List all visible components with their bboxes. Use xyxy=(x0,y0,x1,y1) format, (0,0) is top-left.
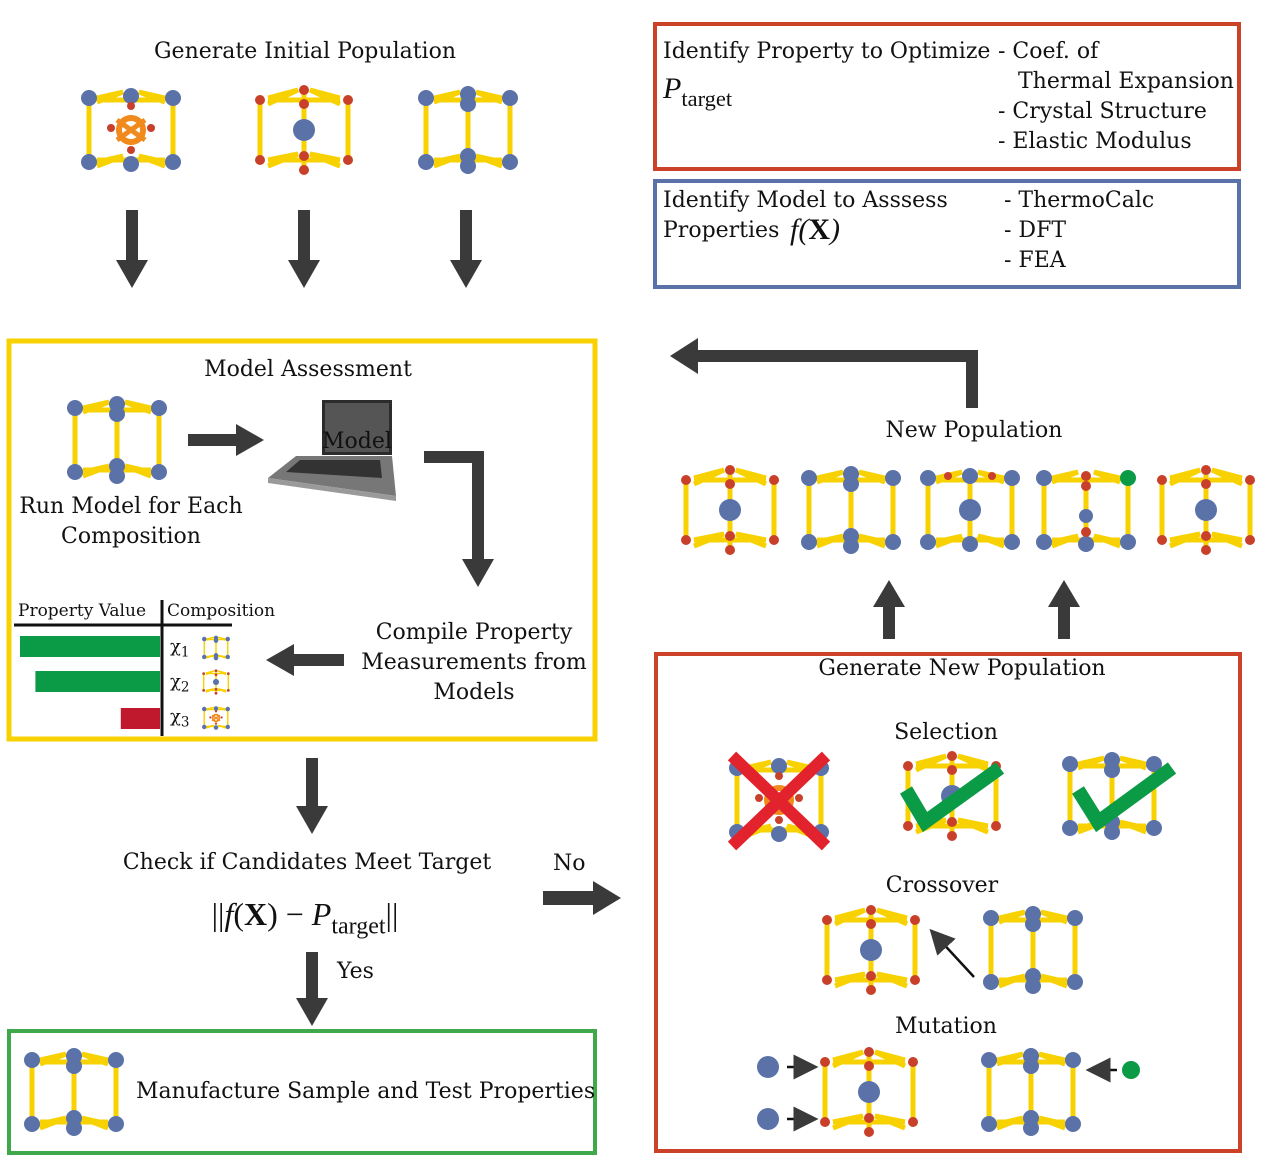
property-bar-3 xyxy=(120,708,160,729)
crossover-crystal-2 xyxy=(983,906,1083,994)
property-bars xyxy=(20,636,160,729)
new-population-title: New Population xyxy=(885,418,1063,443)
initial-arrows xyxy=(116,210,482,288)
check-arrows xyxy=(296,758,621,1026)
model-item-1: - ThermoCalc xyxy=(1004,188,1155,213)
target-item-4: - Elastic Modulus xyxy=(998,129,1192,154)
target-item-2: Thermal Expansion xyxy=(1018,69,1234,94)
mutation-atom-1 xyxy=(757,1056,779,1078)
newpop-crystal-3 xyxy=(920,468,1020,552)
target-box-title: Identify Property to Optimize xyxy=(663,39,991,64)
laptop-label: Model xyxy=(322,429,392,454)
crossover-label: Crossover xyxy=(885,873,999,898)
generate-new-title: Generate New Population xyxy=(818,656,1106,681)
yes-label: Yes xyxy=(337,959,374,984)
row-label-3: χ3 xyxy=(170,706,190,731)
run-model-line2: Composition xyxy=(61,524,201,549)
red-x-icon xyxy=(727,751,831,851)
initial-crystal-3 xyxy=(418,86,518,174)
model-id-line2: Properties xyxy=(663,218,780,243)
check-title: Check if Candidates Meet Target xyxy=(122,850,492,875)
model-item-3: - FEA xyxy=(1004,248,1066,273)
generate-new-box-frame xyxy=(654,652,1242,1153)
check-formula: ||f(X) − Ptarget|| xyxy=(211,896,399,940)
run-model-line1: Run Model for Each xyxy=(19,494,243,519)
target-box-frame xyxy=(653,22,1241,171)
target-item-3: - Crystal Structure xyxy=(998,99,1207,124)
newpop-crystal-1 xyxy=(681,465,779,555)
compile-line1: Compile Property xyxy=(375,620,573,645)
assessment-title: Model Assessment xyxy=(204,357,412,382)
assess-crystal xyxy=(67,396,167,484)
mutation-crystal-2 xyxy=(981,1048,1081,1136)
crossover-crystal-1 xyxy=(822,905,920,995)
newpop-crystal-5 xyxy=(1157,465,1255,555)
initial-crystal-2 xyxy=(255,85,353,175)
manufacture-crystal xyxy=(24,1048,124,1136)
model-id-line1: Identify Model to Asssess xyxy=(663,188,948,213)
table-header-composition: Composition xyxy=(167,601,276,621)
up-arrows xyxy=(873,580,1080,639)
newpop-crystal-2 xyxy=(801,466,901,554)
table-header-property: Property Value xyxy=(18,601,147,621)
model-id-formula: f(X) xyxy=(790,213,841,246)
comp-crystal-3 xyxy=(201,705,231,731)
mutation-atom-2 xyxy=(757,1108,779,1130)
compile-line2: Measurements from xyxy=(361,650,587,675)
mutation-label: Mutation xyxy=(895,1014,997,1039)
no-label: No xyxy=(553,851,586,876)
feedback-arrow xyxy=(670,338,978,408)
mutation-crystal-1 xyxy=(820,1047,918,1137)
compile-line3: Models xyxy=(433,680,515,705)
model-id-box-frame xyxy=(653,179,1241,289)
assessment-box-frame xyxy=(6,338,598,742)
laptop-icon xyxy=(268,400,396,501)
mutation-atom-green xyxy=(1122,1061,1140,1079)
initial-crystal-1 xyxy=(81,88,181,172)
check-icon-1 xyxy=(899,762,1005,833)
target-item-1: - Coef. of xyxy=(998,39,1099,64)
check-icon-2 xyxy=(1072,762,1177,833)
manufacture-box-frame xyxy=(7,1029,597,1155)
newpop-crystal-4 xyxy=(1036,470,1136,552)
property-bar-2 xyxy=(35,671,160,692)
row-label-2: χ2 xyxy=(170,671,190,696)
initial-population-title: Generate Initial Population xyxy=(153,39,457,64)
model-item-2: - DFT xyxy=(1004,218,1067,243)
selection-label: Selection xyxy=(894,720,998,745)
target-symbol: Ptarget xyxy=(663,72,733,111)
manufacture-label: Manufacture Sample and Test Properties xyxy=(136,1079,596,1104)
row-label-1: χ1 xyxy=(170,636,190,661)
comp-crystal-2 xyxy=(201,668,231,696)
property-bar-1 xyxy=(20,636,160,657)
comp-crystal-1 xyxy=(201,634,231,662)
